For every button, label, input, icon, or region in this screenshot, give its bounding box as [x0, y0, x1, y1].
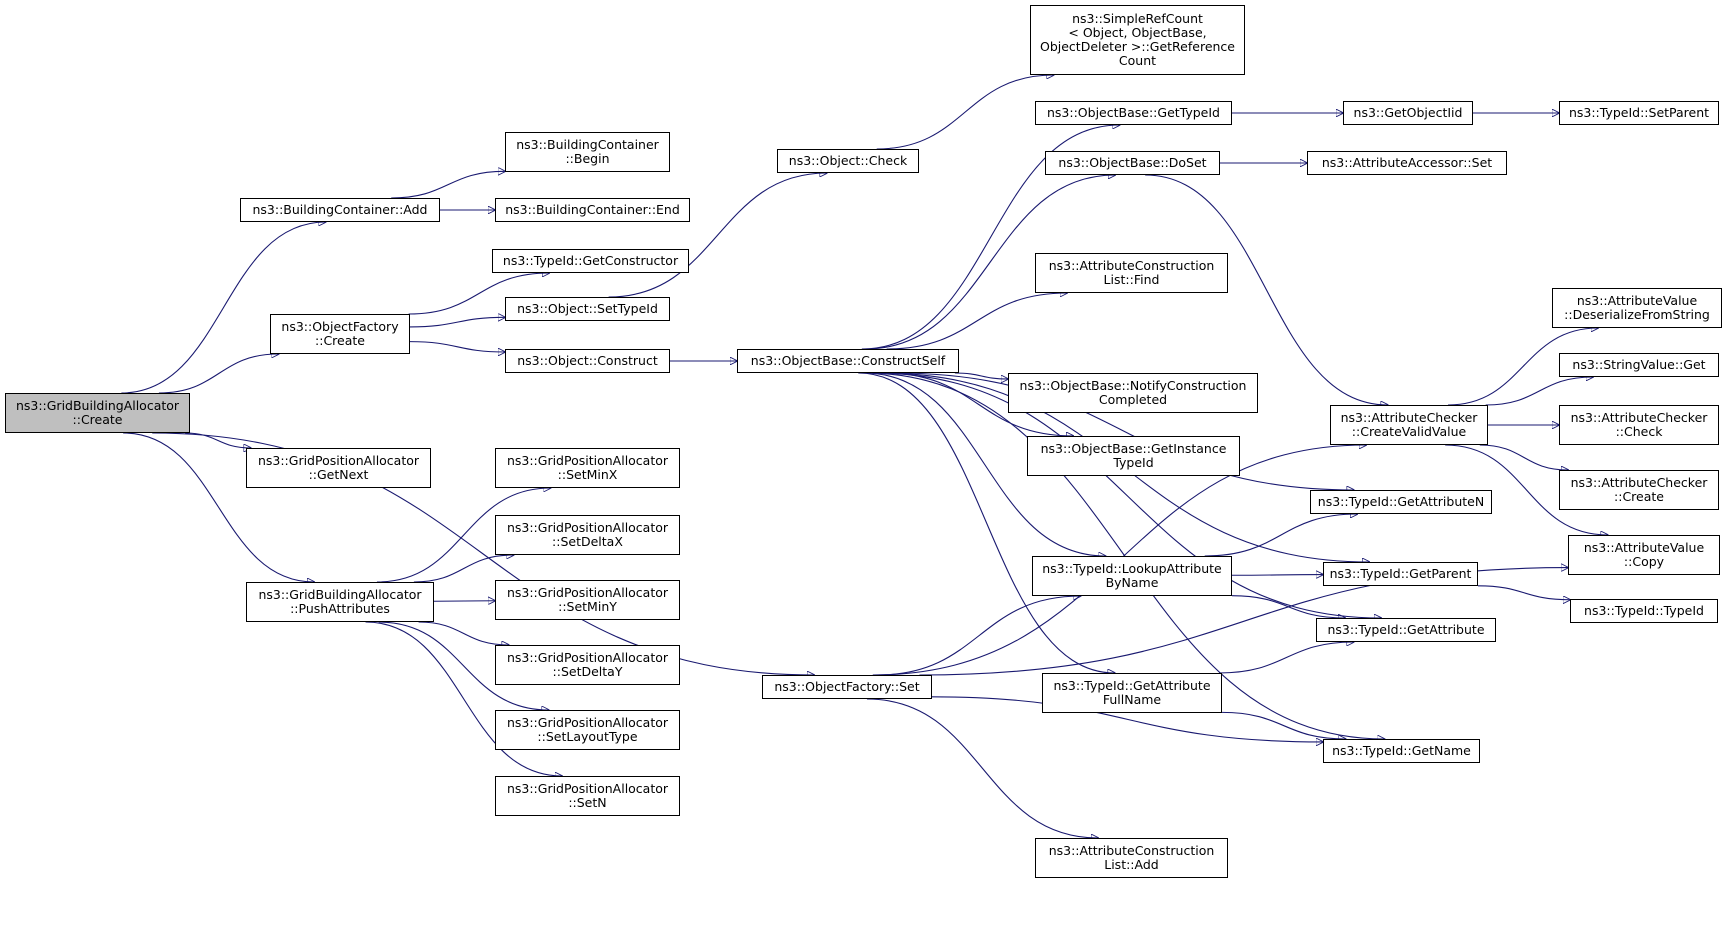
node-obj-construct[interactable]: ns3::Object::Construct [505, 349, 670, 373]
node-gpa-getnext[interactable]: ns3::GridPositionAllocator ::GetNext [246, 448, 431, 488]
node-obj-check[interactable]: ns3::Object::Check [777, 149, 919, 173]
edge-ob-constructself-to-tid-getattrfull [858, 373, 1115, 673]
node-bc-begin[interactable]: ns3::BuildingContainer ::Begin [505, 132, 670, 172]
node-tid-getattr[interactable]: ns3::TypeId::GetAttribute [1316, 618, 1496, 642]
edge-ob-constructself-to-acl-find [887, 293, 1067, 349]
node-gpa-setn[interactable]: ns3::GridPositionAllocator ::SetN [495, 776, 680, 816]
node-of-create[interactable]: ns3::ObjectFactory ::Create [270, 314, 410, 354]
edge-tid-getattrfull-to-tid-getattr [1219, 642, 1354, 673]
node-bc-add[interactable]: ns3::BuildingContainer::Add [240, 198, 440, 222]
node-av-deser[interactable]: ns3::AttributeValue ::DeserializeFromStr… [1552, 288, 1722, 328]
node-srefcount[interactable]: ns3::SimpleRefCount < Object, ObjectBase… [1030, 5, 1245, 75]
node-aa-set[interactable]: ns3::AttributeAccessor::Set [1307, 151, 1507, 175]
edge-obj-settypeid-to-obj-check [609, 173, 827, 297]
node-gpa-setdeltay[interactable]: ns3::GridPositionAllocator ::SetDeltaY [495, 645, 680, 685]
node-root[interactable]: ns3::GridBuildingAllocator ::Create [5, 393, 190, 433]
node-ob-constructself[interactable]: ns3::ObjectBase::ConstructSelf [737, 349, 959, 373]
edge-obj-check-to-srefcount [877, 75, 1054, 149]
node-tid-getattrn[interactable]: ns3::TypeId::GetAttributeN [1310, 490, 1492, 514]
node-bc-end[interactable]: ns3::BuildingContainer::End [495, 198, 690, 222]
edge-of-create-to-obj-construct [410, 342, 505, 352]
node-getobjectiid[interactable]: ns3::GetObjectIid [1343, 101, 1473, 125]
edge-ob-constructself-to-ob-notify [955, 373, 1008, 379]
edge-root-to-gpa-getnext [185, 433, 251, 448]
edge-gba-push-to-gpa-setdeltax [414, 555, 514, 582]
node-gpa-setminx[interactable]: ns3::GridPositionAllocator ::SetMinX [495, 448, 680, 488]
node-tid-getname[interactable]: ns3::TypeId::GetName [1323, 739, 1480, 763]
node-ac-createvalid[interactable]: ns3::AttributeChecker ::CreateValidValue [1330, 405, 1488, 445]
edge-root-to-of-create [159, 354, 279, 393]
edge-tid-getattrfull-to-tid-getname [1222, 712, 1346, 739]
edge-ac-createvalid-to-sv-get [1486, 377, 1593, 405]
node-ob-getinst[interactable]: ns3::ObjectBase::GetInstance TypeId [1027, 436, 1240, 476]
node-ac-check[interactable]: ns3::AttributeChecker ::Check [1559, 405, 1719, 445]
node-obj-settypeid[interactable]: ns3::Object::SetTypeId [505, 297, 670, 321]
edge-tid-lookup-to-tid-getattrn [1205, 514, 1358, 556]
node-ob-gettypeid[interactable]: ns3::ObjectBase::GetTypeId [1035, 101, 1232, 125]
edge-ac-createvalid-to-ac-create [1480, 445, 1568, 470]
node-av-copy[interactable]: ns3::AttributeValue ::Copy [1568, 535, 1720, 575]
edge-of-set-to-tid-lookup [878, 596, 1081, 675]
node-tid-getctor[interactable]: ns3::TypeId::GetConstructor [492, 249, 689, 273]
edge-root-to-bc-add [121, 222, 325, 393]
edge-tid-getparent-to-tid-typeid [1478, 586, 1570, 600]
node-tid-lookup[interactable]: ns3::TypeId::LookupAttribute ByName [1032, 556, 1232, 596]
node-of-set[interactable]: ns3::ObjectFactory::Set [762, 675, 932, 699]
node-acl-add[interactable]: ns3::AttributeConstruction List::Add [1035, 838, 1228, 878]
node-gba-push[interactable]: ns3::GridBuildingAllocator ::PushAttribu… [246, 582, 434, 622]
edge-of-create-to-obj-settypeid [410, 317, 505, 327]
node-gpa-setdeltax[interactable]: ns3::GridPositionAllocator ::SetDeltaX [495, 515, 680, 555]
node-tid-setparent[interactable]: ns3::TypeId::SetParent [1559, 101, 1719, 125]
node-gpa-setlayout[interactable]: ns3::GridPositionAllocator ::SetLayoutTy… [495, 710, 680, 750]
node-sv-get[interactable]: ns3::StringValue::Get [1559, 353, 1719, 377]
edge-bc-add-to-bc-begin [391, 171, 505, 198]
edge-tid-lookup-to-tid-getparent [1232, 575, 1323, 576]
node-tid-getattrfull[interactable]: ns3::TypeId::GetAttribute FullName [1042, 673, 1222, 713]
node-ob-notify[interactable]: ns3::ObjectBase::NotifyConstruction Comp… [1008, 373, 1258, 413]
node-tid-typeid[interactable]: ns3::TypeId::TypeId [1570, 599, 1718, 623]
node-ob-doset[interactable]: ns3::ObjectBase::DoSet [1045, 151, 1220, 175]
edge-of-set-to-acl-add [867, 699, 1098, 838]
node-ac-create[interactable]: ns3::AttributeChecker ::Create [1559, 470, 1719, 510]
edge-gba-push-to-gpa-setdeltay [419, 622, 509, 645]
node-gpa-setminy[interactable]: ns3::GridPositionAllocator ::SetMinY [495, 580, 680, 620]
node-acl-find[interactable]: ns3::AttributeConstruction List::Find [1035, 253, 1228, 293]
node-tid-getparent[interactable]: ns3::TypeId::GetParent [1323, 562, 1478, 586]
